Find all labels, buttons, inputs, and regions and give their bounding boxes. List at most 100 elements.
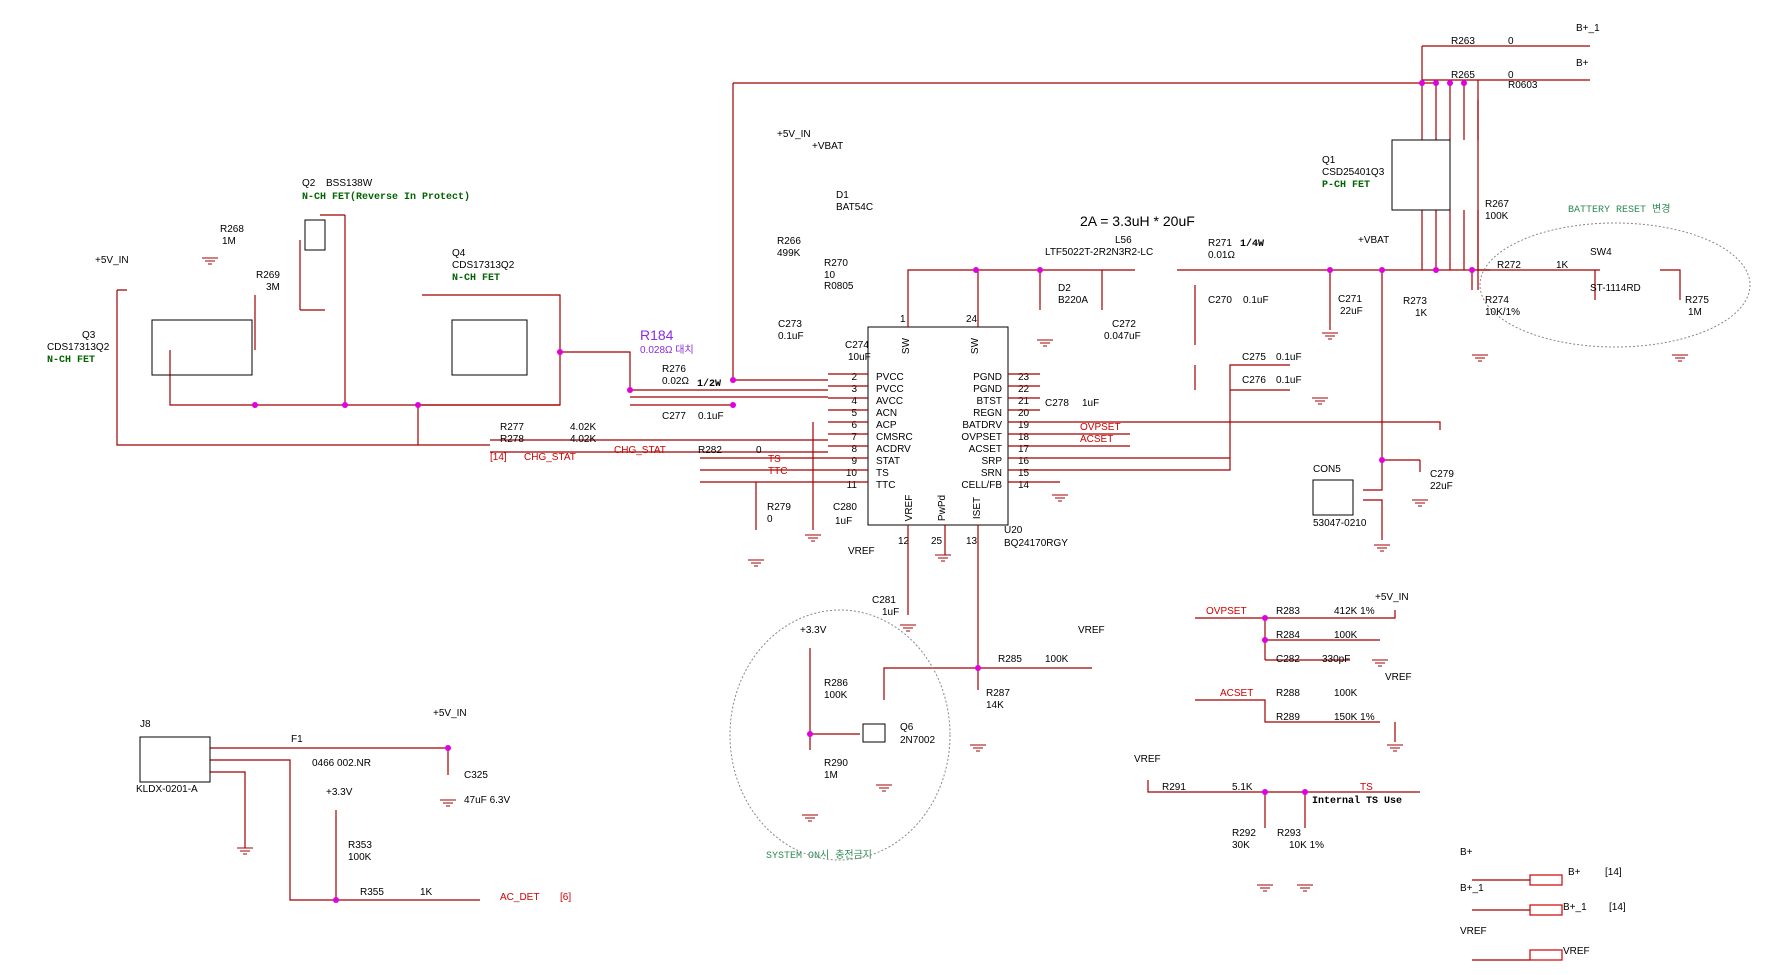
c271-ref: C271 xyxy=(1338,294,1362,305)
r289-val: 150K 1% xyxy=(1334,712,1375,723)
sw4-ref: SW4 xyxy=(1590,247,1612,258)
l56-val: LTF5022T-2R2N3R2-LC xyxy=(1045,247,1153,258)
fet-q4: Q4 CDS17313Q2 N-CH FET xyxy=(451,248,528,376)
net-bplus-top: B+ xyxy=(1576,58,1589,69)
r268-val: 1M xyxy=(222,236,236,247)
r293-ref: R293 xyxy=(1277,828,1301,839)
r355-val: 1K xyxy=(420,887,433,898)
ic-pin-9-label: STAT xyxy=(876,456,900,467)
c272-val: 0.047uF xyxy=(1104,331,1141,342)
fet-q6: Q6 2N7002 xyxy=(862,722,935,746)
q2-ref: Q2 xyxy=(302,178,316,189)
q4-part: CDS17313Q2 xyxy=(452,260,515,271)
r285-ref: R285 xyxy=(998,654,1022,665)
ic-pin-19-num: 19 xyxy=(1018,420,1030,431)
components: R263 0 R265 0 R0603 R267 100K R268 1M R2… xyxy=(136,36,1709,961)
r288-ref: R288 xyxy=(1276,688,1300,699)
c282-ref: C282 xyxy=(1276,654,1300,665)
net-bplus1-top: B+_1 xyxy=(1576,23,1600,34)
ic-pin-1-num: 1 xyxy=(900,314,906,325)
q6-ref: Q6 xyxy=(900,722,914,733)
quarter-watt-label: 1/4W xyxy=(1240,238,1264,250)
net-ts-ic: TS xyxy=(768,454,781,465)
q3-type: N-CH FET xyxy=(47,355,95,366)
ic-ref: U20 xyxy=(1004,525,1023,536)
r279-ref: R279 xyxy=(767,502,791,513)
c272-ref: C272 xyxy=(1112,319,1136,330)
internal-ts-note: Internal TS Use xyxy=(1312,795,1402,807)
net-vref-port-in: VREF xyxy=(1460,926,1487,937)
ic-pin-14-num: 14 xyxy=(1018,480,1030,491)
r184-label: R184 xyxy=(640,327,674,343)
r271-val: 0.01Ω xyxy=(1208,250,1235,261)
r290-val: 1M xyxy=(824,770,838,781)
net-bplus1-port-in: B+_1 xyxy=(1460,883,1484,894)
ic-pin-23-num: 23 xyxy=(1018,372,1030,383)
q1-part: CSD25401Q3 xyxy=(1322,167,1385,178)
net-ref14-b: [14] xyxy=(1605,867,1622,878)
ic-pin-24-num: 24 xyxy=(966,314,978,325)
c275-ref: C275 xyxy=(1242,352,1266,363)
r272-ref: R272 xyxy=(1497,260,1521,271)
ic-part: BQ24170RGY xyxy=(1004,538,1068,549)
net-acset-res: ACSET xyxy=(1220,688,1253,699)
r270-pkg: R0805 xyxy=(824,281,854,292)
c277-val: 0.1uF xyxy=(698,411,724,422)
r274-ref: R274 xyxy=(1485,295,1509,306)
ic-pin-13-num: 13 xyxy=(966,536,978,547)
r266-val: 499K xyxy=(777,248,801,259)
con5-body xyxy=(1312,479,1354,516)
ic-pin-13-label: ISET xyxy=(972,497,983,519)
net-acdet: AC_DET xyxy=(500,892,539,903)
net-vin-d1: +5V_IN xyxy=(777,129,811,140)
ic-pin-5-num: 5 xyxy=(851,408,857,419)
ic-pin-15-num: 15 xyxy=(1018,468,1030,479)
net-ref14-b1: [14] xyxy=(1609,902,1626,913)
q3-part: CDS17313Q2 xyxy=(47,342,110,353)
charge-annotation: 2A = 3.3uH * 20uF xyxy=(1080,213,1195,229)
d2-ref: D2 xyxy=(1058,283,1071,294)
c281-val: 1uF xyxy=(882,607,899,618)
c280-val: 1uF xyxy=(835,516,852,527)
ic-pin-16-label: SRP xyxy=(981,456,1002,467)
d2-val: B220A xyxy=(1058,295,1088,306)
con5-ref: CON5 xyxy=(1313,464,1341,475)
ic-pin-7-label: CMSRC xyxy=(876,432,913,443)
r288-val: 100K xyxy=(1334,688,1358,699)
net-vbat-rail: +VBAT xyxy=(1358,235,1389,246)
r292-val: 30K xyxy=(1232,840,1250,851)
ic-pin-17-label: ACSET xyxy=(969,444,1002,455)
net-ovpset-res: OVPSET xyxy=(1206,606,1247,617)
r292-ref: R292 xyxy=(1232,828,1256,839)
ic-pin-9-num: 9 xyxy=(851,456,857,467)
net-vref-iset: VREF xyxy=(1078,625,1105,636)
r267-ref: R267 xyxy=(1485,199,1509,210)
r278-val: 4.02K xyxy=(570,434,596,445)
q1-ref: Q1 xyxy=(1322,155,1336,166)
net-vref-acset: VREF xyxy=(1385,672,1412,683)
ic-pin-11-label: TTC xyxy=(876,480,895,491)
ic-u20: PVCC PVCC AVCC ACN ACP CMSRC ACDRV STAT … xyxy=(828,314,1068,549)
q4-ref: Q4 xyxy=(452,248,466,259)
r286-ref: R286 xyxy=(824,678,848,689)
fet-q3: Q3 CDS17313Q2 N-CH FET xyxy=(47,319,253,376)
c325-ref: C325 xyxy=(464,770,488,781)
con5-val: 53047-0210 xyxy=(1313,518,1367,529)
net-3v3-q6: +3.3V xyxy=(800,625,827,636)
r267-val: 100K xyxy=(1485,211,1509,222)
junctions xyxy=(252,80,1475,903)
r290-ref: R290 xyxy=(824,758,848,769)
ic-pin-18-label: OVPSET xyxy=(961,432,1002,443)
net-chgstat-ref: [14] xyxy=(490,452,507,463)
f1-ref: F1 xyxy=(291,734,303,745)
r282-val: 0 xyxy=(756,445,762,456)
c270-ref: C270 xyxy=(1208,295,1232,306)
grounds xyxy=(201,257,1689,892)
r271-ref: R271 xyxy=(1208,238,1232,249)
fet-q1: Q1 CSD25401Q3 P-CH FET xyxy=(1322,139,1451,211)
ic-pin-10-label: TS xyxy=(876,468,889,479)
r293-val: 10K 1% xyxy=(1289,840,1324,851)
battery-reset-note: BATTERY RESET 변경 xyxy=(1568,202,1670,216)
c270-val: 0.1uF xyxy=(1243,295,1269,306)
ic-pin-24-label: SW xyxy=(970,337,981,354)
